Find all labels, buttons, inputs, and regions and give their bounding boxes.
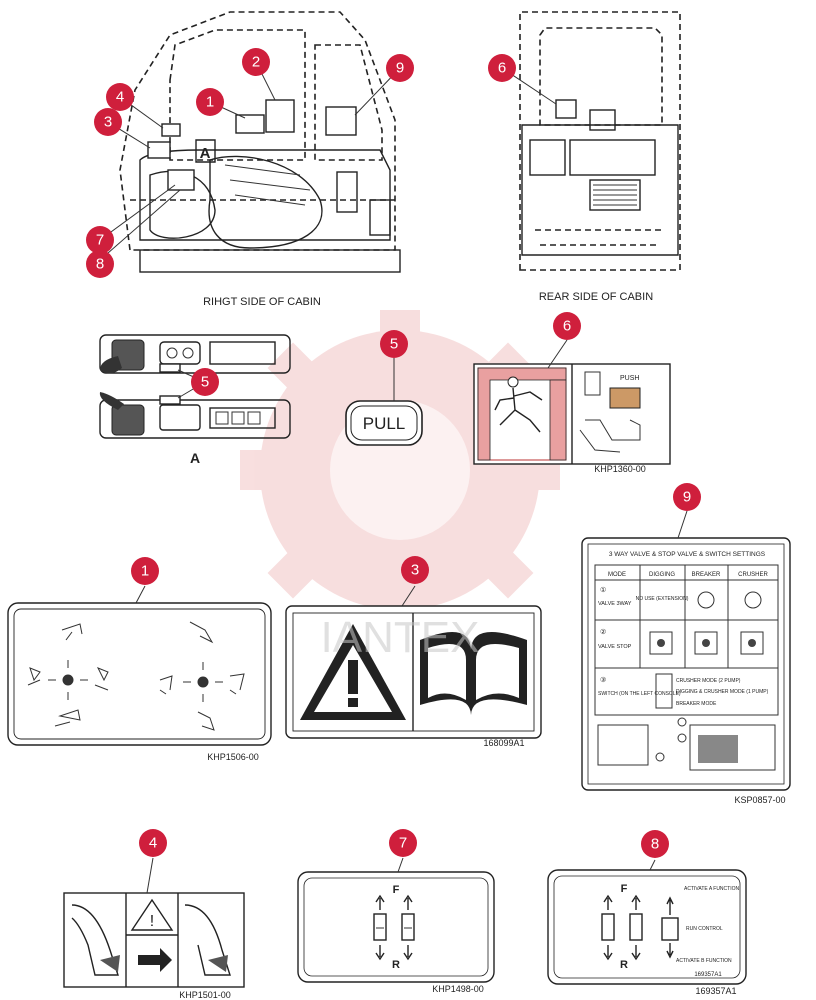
decal-8-travel-function: F R ACTIVATE A FUNCTION RUN CONTROL ACTI… xyxy=(547,859,747,996)
exclamation-icon: ! xyxy=(150,913,154,930)
callout-9-valve: 9 xyxy=(673,483,701,511)
svg-text:5: 5 xyxy=(390,336,398,353)
row2-label: VALVE STOP xyxy=(598,644,632,650)
svg-text:9: 9 xyxy=(396,60,404,77)
right-side-caption: RIHGT SIDE OF CABIN xyxy=(203,296,321,308)
part-code-9: KSP0857-00 xyxy=(734,795,785,805)
warning-triangle-icon xyxy=(300,624,406,720)
part-code-8: 169357A1 xyxy=(695,986,736,996)
svg-text:7: 7 xyxy=(399,835,407,852)
svg-text:5: 5 xyxy=(201,374,209,391)
col-crusher: CRUSHER xyxy=(738,572,768,578)
decal-9-valve-settings: 3 WAY VALVE & STOP VALVE & SWITCH SETTIN… xyxy=(581,510,791,805)
part-code-6: KHP1360-00 xyxy=(594,464,646,474)
svg-text:4: 4 xyxy=(149,835,157,852)
callout-6-rear-side: 6 xyxy=(488,54,516,82)
right-side-cabin-view: A RIHGT SIDE OF CABIN xyxy=(99,11,401,308)
callout-6-exit: 6 xyxy=(553,312,581,340)
callout-3-warning: 3 xyxy=(401,556,429,584)
row1-note: NO USE (EXTENSION) xyxy=(636,596,689,602)
manual-book-icon xyxy=(420,632,527,715)
row2-number: ② xyxy=(600,628,606,636)
forward-label-8: F xyxy=(621,883,628,895)
callout-9-right-side: 9 xyxy=(386,54,414,82)
svg-text:1: 1 xyxy=(206,94,214,111)
svg-text:1: 1 xyxy=(141,563,149,580)
part-code-3: 168099A1 xyxy=(483,738,524,748)
svg-text:3: 3 xyxy=(411,562,419,579)
callout-4-right-side: 4 xyxy=(106,83,134,111)
row3-label: SWITCH (ON THE LEFT CONSOLE) xyxy=(598,691,681,697)
callout-8-right-side: 8 xyxy=(86,250,114,278)
forward-label: F xyxy=(393,884,400,896)
mode-crusher: CRUSHER MODE (2 PUMP) xyxy=(676,678,741,684)
run-control-label: RUN CONTROL xyxy=(686,926,723,932)
valve-table-title: 3 WAY VALVE & STOP VALVE & SWITCH SETTIN… xyxy=(609,551,766,558)
callout-3-right-side: 3 xyxy=(94,108,122,136)
activate-a-label: ACTIVATE A FUNCTION xyxy=(684,886,739,892)
callout-7-travel: 7 xyxy=(389,829,417,857)
watermark-text: IANTEX xyxy=(321,613,480,662)
mode-breaker: BREAKER MODE xyxy=(676,701,717,707)
view-a-console: A xyxy=(99,334,291,466)
callout-5-pull: 5 xyxy=(380,330,408,358)
svg-text:7: 7 xyxy=(96,232,104,249)
activate-b-label: ACTIVATE B FUNCTION xyxy=(676,958,732,964)
push-label: PUSH xyxy=(620,375,639,382)
callout-4-boom: 4 xyxy=(139,829,167,857)
row1-number: ① xyxy=(600,586,606,594)
reverse-label-8: R xyxy=(620,959,628,971)
col-breaker: BREAKER xyxy=(692,572,721,578)
col-mode: MODE xyxy=(608,572,626,578)
svg-text:4: 4 xyxy=(116,89,124,106)
decal-6-emergency-exit: PUSH KHP1360-00 xyxy=(473,339,671,474)
col-digging: DIGGING xyxy=(649,572,675,578)
rear-side-caption: REAR SIDE OF CABIN xyxy=(539,291,653,303)
watermark-gear-icon xyxy=(240,310,560,630)
svg-text:9: 9 xyxy=(683,489,691,506)
rear-side-cabin-view: REAR SIDE OF CABIN xyxy=(501,11,681,303)
decal-3-warning-manual: 168099A1 xyxy=(285,585,542,748)
svg-text:2: 2 xyxy=(252,54,260,71)
decal-5-pull: PULL xyxy=(345,358,423,446)
view-a-caption: A xyxy=(190,450,200,466)
callout-1-right-side: 1 xyxy=(196,88,224,116)
part-code-8-small: 169357A1 xyxy=(694,972,722,978)
callout-markers: 1 2 3 4 7 8 9 6 5 5 6 9 1 3 4 7 8 xyxy=(86,48,701,858)
view-a-marker: A xyxy=(200,145,211,162)
svg-text:3: 3 xyxy=(104,114,112,131)
decal-4-boom-warning: ! KHP1501-00 xyxy=(63,857,245,1000)
part-code-4: KHP1501-00 xyxy=(179,990,231,1000)
svg-text:6: 6 xyxy=(498,60,506,77)
decal-1-control-pattern: KHP1506-00 xyxy=(7,585,272,762)
callout-7-right-side: 7 xyxy=(86,226,114,254)
decal-7-travel-direction: F R KHP1498-00 xyxy=(297,857,495,994)
mode-digging-crusher: DIGGING & CRUSHER MODE (1 PUMP) xyxy=(676,689,769,695)
callout-5-console: 5 xyxy=(191,368,219,396)
svg-text:8: 8 xyxy=(651,836,659,853)
row1-label: VALVE 3WAY xyxy=(598,601,632,607)
svg-text:8: 8 xyxy=(96,256,104,273)
part-code-1: KHP1506-00 xyxy=(207,752,259,762)
callout-8-function: 8 xyxy=(641,830,669,858)
callout-2-right-side: 2 xyxy=(242,48,270,76)
callout-1-pattern: 1 xyxy=(131,557,159,585)
svg-text:6: 6 xyxy=(563,318,571,335)
row3-number: ③ xyxy=(600,676,606,684)
pull-label: PULL xyxy=(363,414,406,433)
reverse-label: R xyxy=(392,959,400,971)
part-code-7: KHP1498-00 xyxy=(432,984,484,994)
